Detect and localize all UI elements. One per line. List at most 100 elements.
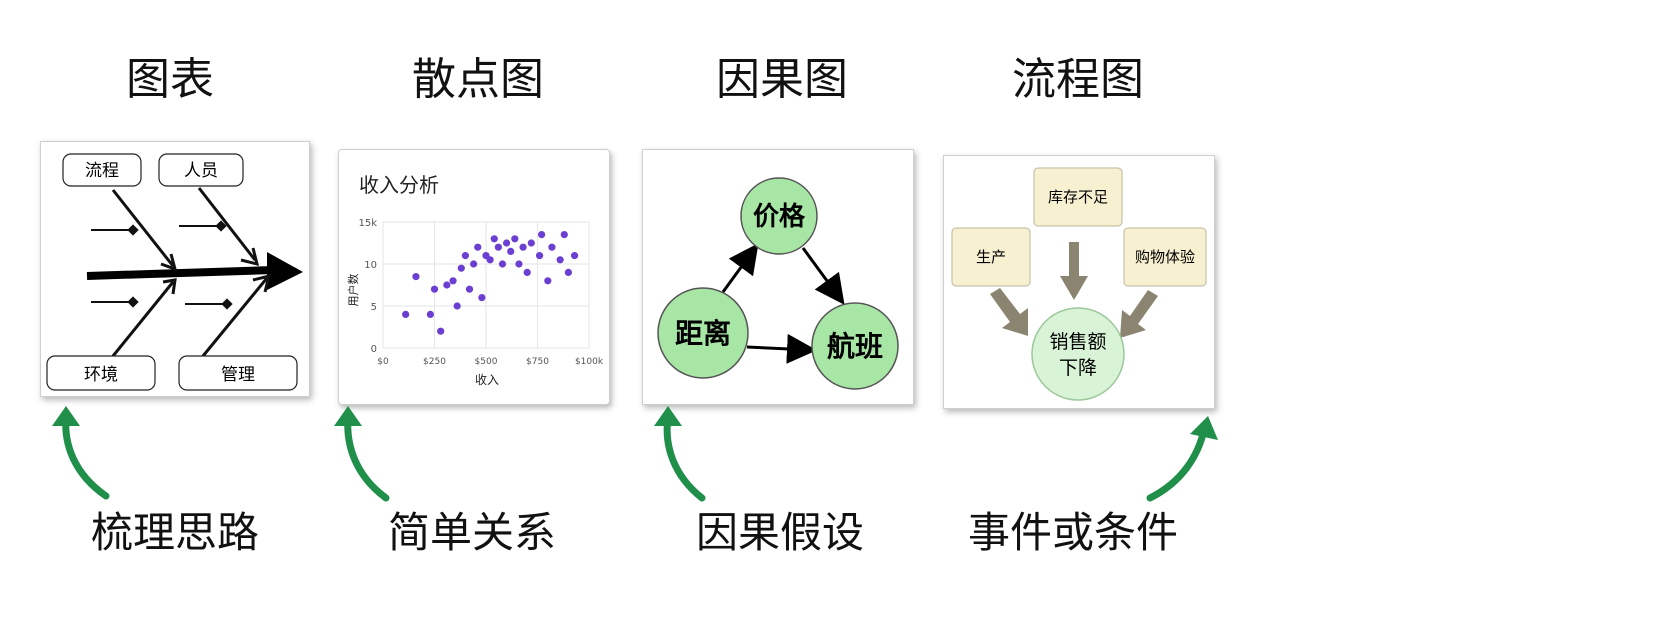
flow-arrow-down xyxy=(1060,242,1088,300)
svg-text:管理: 管理 xyxy=(221,365,255,385)
scatter-point xyxy=(457,264,465,272)
scatter-xtick: $750 xyxy=(526,357,549,367)
scatter-point xyxy=(527,239,535,247)
column-title-chart: 图表 xyxy=(126,54,214,105)
svg-text:环境: 环境 xyxy=(84,365,118,385)
causal-node-flight: 航班 xyxy=(811,302,899,390)
svg-text:人员: 人员 xyxy=(184,161,218,181)
scatter-ytick: 15k xyxy=(358,218,377,229)
scatter-point xyxy=(498,260,507,268)
scatter-point xyxy=(470,260,478,268)
causal-panel: 价格 距离 航班 xyxy=(642,149,914,405)
caption-flow: 事件或条件 xyxy=(967,508,1178,557)
causal-edge xyxy=(801,247,845,305)
fishbone-label-process: 流程 xyxy=(62,153,142,187)
scatter-point xyxy=(519,243,527,251)
scatter-point xyxy=(486,256,494,264)
scatter-xlabel: 收入 xyxy=(475,373,499,387)
scatter-panel: 收入分析 收入 用户数 $0 $250 $500 $750 $100k 0 5 10 15k xyxy=(338,149,610,405)
scatter-point xyxy=(437,327,445,335)
flow-diagram: 库存不足 生产 购物体验 销售额 下降 xyxy=(951,167,1207,401)
scatter-title: 收入分析 xyxy=(359,173,439,197)
scatter-xtick: $250 xyxy=(423,357,446,367)
scatter-point xyxy=(426,310,434,318)
causal-node-distance: 距离 xyxy=(657,287,749,379)
scatter-point xyxy=(556,256,564,264)
fishbone-label-management: 管理 xyxy=(178,355,298,391)
scatter-xtick: $500 xyxy=(475,357,498,367)
causal-node-price: 价格 xyxy=(740,177,818,255)
scatter-point xyxy=(515,260,523,268)
scatter-chart: 收入分析 收入 用户数 $0 $250 $500 $750 $100k 0 5 10 15k xyxy=(346,173,604,387)
column-title-causal: 因果图 xyxy=(716,54,848,105)
caption-chart: 梳理思路 xyxy=(90,508,259,557)
scatter-point xyxy=(548,243,556,251)
fishbone-head-arrow xyxy=(267,252,303,290)
causal-edge xyxy=(746,333,817,364)
scatter-point xyxy=(453,302,461,310)
scatter-ytick: 10 xyxy=(364,260,377,271)
causal-diagram: 价格 距离 航班 xyxy=(657,177,899,390)
scatter-point xyxy=(544,277,552,285)
fishbone-label-people: 人员 xyxy=(158,153,244,187)
svg-text:价格: 价格 xyxy=(753,201,806,232)
scatter-ytick: 0 xyxy=(371,344,377,355)
fishbone-spine xyxy=(86,266,274,280)
scatter-point xyxy=(523,268,531,276)
svg-text:距离: 距离 xyxy=(675,317,731,350)
column-title-scatter: 散点图 xyxy=(412,54,544,105)
scatter-point xyxy=(570,252,579,260)
scatter-point xyxy=(465,285,474,293)
flow-panel: 库存不足 生产 购物体验 销售额 下降 xyxy=(943,155,1215,409)
bone-line xyxy=(197,187,257,261)
flow-center-sales: 销售额 下降 xyxy=(1031,307,1125,401)
column-title-flow: 流程图 xyxy=(1012,54,1144,105)
svg-text:购物体验: 购物体验 xyxy=(1135,248,1195,266)
scatter-point xyxy=(503,239,511,247)
scatter-ytick: 5 xyxy=(371,302,377,313)
scatter-point xyxy=(511,235,519,243)
scatter-point xyxy=(564,268,572,276)
flow-arrow-left xyxy=(990,288,1028,336)
svg-text:流程: 流程 xyxy=(85,161,119,181)
bone-line xyxy=(111,189,175,267)
fishbone-panel: 流程 人员 环境 管理 xyxy=(40,141,310,397)
scatter-point xyxy=(538,231,546,239)
scatter-xtick: $100k xyxy=(575,357,604,367)
flow-box-shopping: 购物体验 xyxy=(1123,227,1207,287)
bone-line xyxy=(201,277,269,357)
flow-box-production: 生产 xyxy=(951,227,1031,287)
caption-scatter: 简单关系 xyxy=(387,508,556,557)
causal-edge xyxy=(721,243,759,293)
scatter-point xyxy=(412,273,420,281)
svg-text:库存不足: 库存不足 xyxy=(1048,188,1108,206)
fishbone-label-environment: 环境 xyxy=(46,355,156,391)
scatter-point xyxy=(494,243,502,251)
scatter-point xyxy=(490,235,498,243)
svg-text:生产: 生产 xyxy=(976,248,1006,266)
scatter-point xyxy=(507,247,515,255)
svg-text:销售额: 销售额 xyxy=(1049,331,1106,353)
green-arrow-icon xyxy=(52,406,110,500)
scatter-ylabel: 用户数 xyxy=(346,274,360,307)
fishbone-diagram: 流程 人员 环境 管理 xyxy=(46,153,303,391)
bone-line xyxy=(111,281,175,357)
scatter-point xyxy=(430,285,439,293)
scatter-point xyxy=(449,277,457,285)
scatter-point xyxy=(461,252,469,260)
scatter-point xyxy=(478,294,486,302)
flow-arrows xyxy=(990,242,1158,338)
scatter-point xyxy=(474,243,482,251)
scatter-point xyxy=(443,281,451,289)
scatter-point xyxy=(560,231,568,239)
green-arrow-icon xyxy=(654,406,706,502)
flow-box-inventory: 库存不足 xyxy=(1033,167,1123,227)
scatter-point xyxy=(402,310,410,318)
flow-arrow-right xyxy=(1120,290,1158,338)
svg-text:航班: 航班 xyxy=(827,330,883,363)
svg-text:下降: 下降 xyxy=(1059,357,1097,379)
green-arrow-icon xyxy=(1146,416,1218,502)
green-arrow-icon xyxy=(334,406,390,502)
caption-causal: 因果假设 xyxy=(695,508,864,557)
scatter-xtick: $0 xyxy=(377,357,389,367)
